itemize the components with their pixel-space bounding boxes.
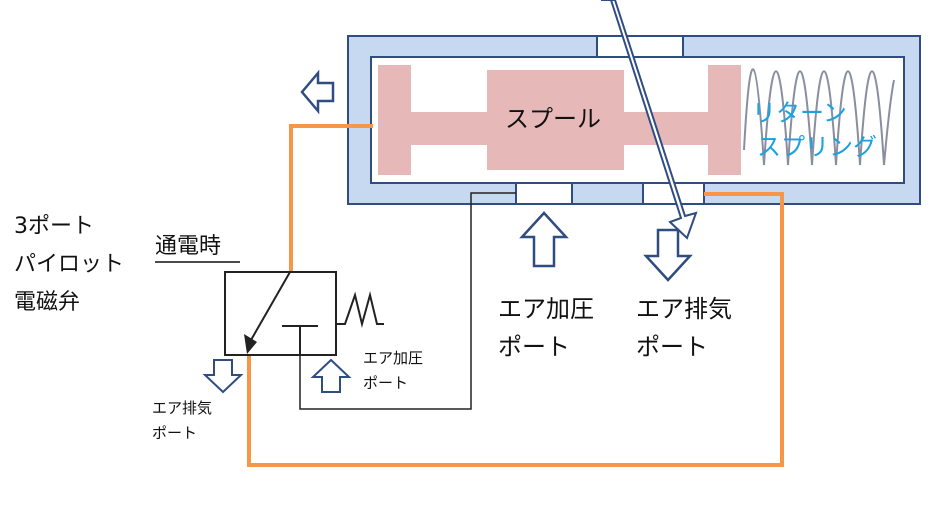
pilot-pipe-to-body (289, 124, 373, 272)
return-spring-label-2: スプリング (757, 133, 877, 161)
solenoid-flow-arrow-icon (244, 334, 257, 354)
supply-arrow-up-icon (519, 211, 569, 268)
solenoid-valve-box (224, 271, 337, 356)
main-exhaust-label-2: ポート (636, 333, 708, 361)
main-exhaust-label-1: エア排気 (636, 295, 732, 323)
valve-name-line-1: 3ポート (14, 214, 94, 239)
valve-name-line-2: パイロット (14, 252, 125, 277)
pilot-exhaust-label-1: エア排気 (152, 399, 213, 417)
spool-shape (378, 65, 741, 175)
valve-name-line-3: 電磁弁 (14, 290, 81, 315)
return-spring (743, 68, 895, 166)
main-supply-label-1: エア加圧 (498, 295, 594, 323)
solenoid-spring (336, 291, 384, 328)
return-spring-label-1: リターン (752, 99, 847, 127)
pilot-exhaust-arrow-down-icon (202, 359, 244, 394)
exhaust-return-pipe (247, 192, 784, 467)
main-supply-label-2: ポート (498, 333, 570, 361)
body-left-arrow-icon (300, 69, 335, 115)
body-top-port (596, 35, 684, 58)
diagonal-flow-arrow-icon (601, 0, 698, 240)
spool-label: スプール (505, 105, 601, 133)
pilot-supply-label-1: エア加圧 (363, 349, 424, 367)
exhaust-arrow-down-icon (643, 228, 693, 282)
energized-label: 通電時 (155, 234, 222, 259)
pilot-supply-line (299, 192, 516, 410)
pilot-supply-label-2: ポート (363, 374, 409, 392)
pilot-supply-arrow-up-icon (310, 358, 352, 393)
pilot-exhaust-label-2: ポート (152, 424, 198, 442)
body-supply-port (515, 182, 573, 205)
solenoid-flow-line (250, 271, 291, 341)
